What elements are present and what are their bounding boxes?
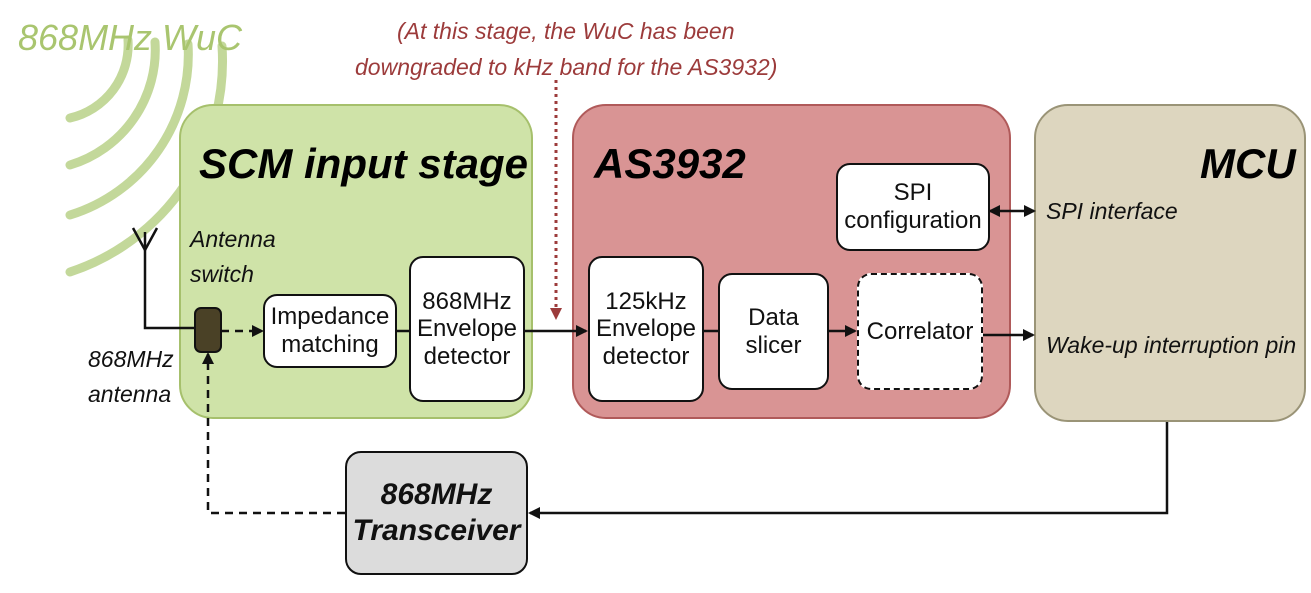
antenna-switch-block: [194, 307, 222, 353]
spi-configuration-block: SPI configuration: [836, 163, 990, 251]
correlator-block: Correlator: [857, 273, 983, 390]
antenna-arm-left: [131, 227, 147, 251]
envelope-detector-125k-block: 125kHz Envelope detector: [588, 256, 704, 402]
antenna-icon: [131, 227, 195, 330]
antenna-switch-label-line-2: switch: [190, 261, 254, 287]
antenna-switch-label-line-1: Antenna: [190, 226, 276, 252]
transceiver-label-line-1: 868MHz: [380, 478, 493, 511]
wave-arc-3: [65, 39, 193, 220]
transceiver-to-switch-arrow: [202, 352, 345, 515]
note-line-1: (At this stage, the WuC has been: [397, 18, 735, 44]
transceiver-block: 868MHz Transceiver: [345, 451, 528, 575]
impedance-matching-block: Impedance matching: [263, 294, 397, 368]
mcu-wakeup-pin-label: Wake-up interruption pin: [1046, 332, 1297, 358]
scm-title: SCM input stage: [199, 140, 529, 187]
wave-arc-2: [65, 37, 160, 170]
note-line-2: downgraded to kHz band for the AS3932): [355, 54, 778, 80]
antenna-label-line-2: antenna: [88, 381, 172, 407]
mcu-to-transceiver-arrow: [528, 422, 1169, 519]
antenna-label-line-1: 868MHz: [88, 346, 174, 372]
transceiver-label-line-2: Transceiver: [352, 514, 521, 547]
envelope-detector-868-block: 868MHz Envelope detector: [409, 256, 525, 402]
mcu-spi-interface-label: SPI interface: [1046, 198, 1178, 224]
mcu-group: [1034, 104, 1306, 422]
as3932-title: AS3932: [594, 140, 746, 187]
mcu-title: MCU: [1200, 140, 1296, 187]
wave-arc-1: [65, 35, 133, 123]
antenna-feed-line: [143, 232, 195, 330]
wuc-label: 868MHz WuC: [18, 17, 243, 58]
data-slicer-block: Data slicer: [718, 273, 829, 390]
antenna-arm-right: [143, 227, 159, 251]
